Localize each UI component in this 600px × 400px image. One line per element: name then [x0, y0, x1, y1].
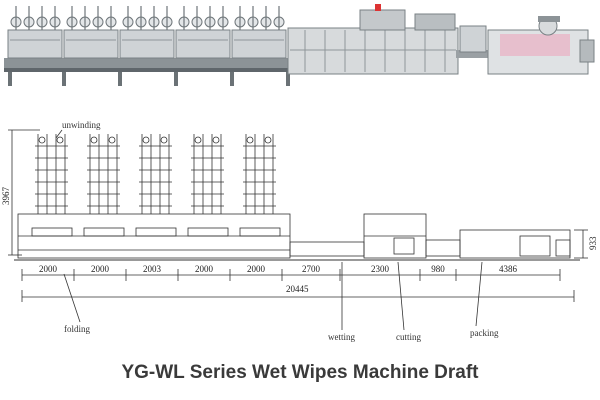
label-wetting: wetting	[328, 332, 355, 342]
transfer-section	[425, 239, 461, 257]
dim-segment-2: 2000	[91, 264, 110, 274]
machine-photo	[4, 4, 595, 86]
draft-unwinding-stand	[187, 134, 229, 237]
dim-segment-1: 2000	[39, 264, 58, 274]
packing-leader	[475, 261, 483, 327]
unwinding-base-shadow	[4, 68, 294, 72]
draft-unwinding-stand	[83, 134, 125, 237]
photo-unwinding-station	[175, 6, 231, 59]
dim-height: 3967	[1, 187, 11, 206]
transfer-conveyor	[456, 50, 496, 58]
dim-segment-3: 2003	[143, 264, 162, 274]
machine-legs	[8, 72, 290, 86]
control-panel	[459, 25, 487, 53]
dim-segment-9: 4386	[499, 264, 518, 274]
folding-leader	[63, 273, 81, 323]
photo-unwinding-station	[231, 6, 287, 59]
dim-total-length: 20445	[286, 284, 309, 294]
cutting-leader	[397, 261, 405, 331]
cabinet-panels	[290, 30, 456, 72]
label-packing: packing	[470, 328, 499, 338]
dim-segment-7: 2300	[371, 264, 390, 274]
cutting-head	[414, 13, 456, 31]
unwinding-leader	[55, 129, 63, 139]
dim-packer-height: 933	[588, 236, 598, 250]
label-cutting: cutting	[396, 332, 421, 342]
warning-lamp	[375, 4, 381, 11]
photo-unwinding-station	[63, 6, 119, 59]
label-unwinding: unwinding	[62, 120, 101, 130]
draft-unwinding-stand	[135, 134, 177, 237]
wetting-tank	[359, 9, 406, 31]
film-roll-holder	[538, 16, 560, 22]
draft-unwinding-stand	[31, 134, 73, 237]
draft-unwinding-stand	[239, 134, 281, 237]
wetting-section	[289, 241, 365, 257]
dim-segment-6: 2700	[302, 264, 321, 274]
technical-draft	[8, 129, 588, 331]
dim-segment-5: 2000	[247, 264, 266, 274]
packing-section	[459, 229, 571, 259]
label-folding: folding	[64, 324, 90, 334]
unwinding-base-rail	[4, 58, 294, 68]
wrapper-film	[500, 34, 570, 56]
folding-wetting-cabinet	[287, 27, 459, 75]
photo-unwinding-station	[7, 6, 63, 59]
dim-segment-8: 980	[431, 264, 445, 274]
figure-caption: YG-WL Series Wet Wipes Machine Draft	[121, 362, 479, 383]
packing-outfeed	[579, 39, 595, 63]
photo-unwinding-station	[119, 6, 175, 59]
dim-segment-4: 2000	[195, 264, 214, 274]
